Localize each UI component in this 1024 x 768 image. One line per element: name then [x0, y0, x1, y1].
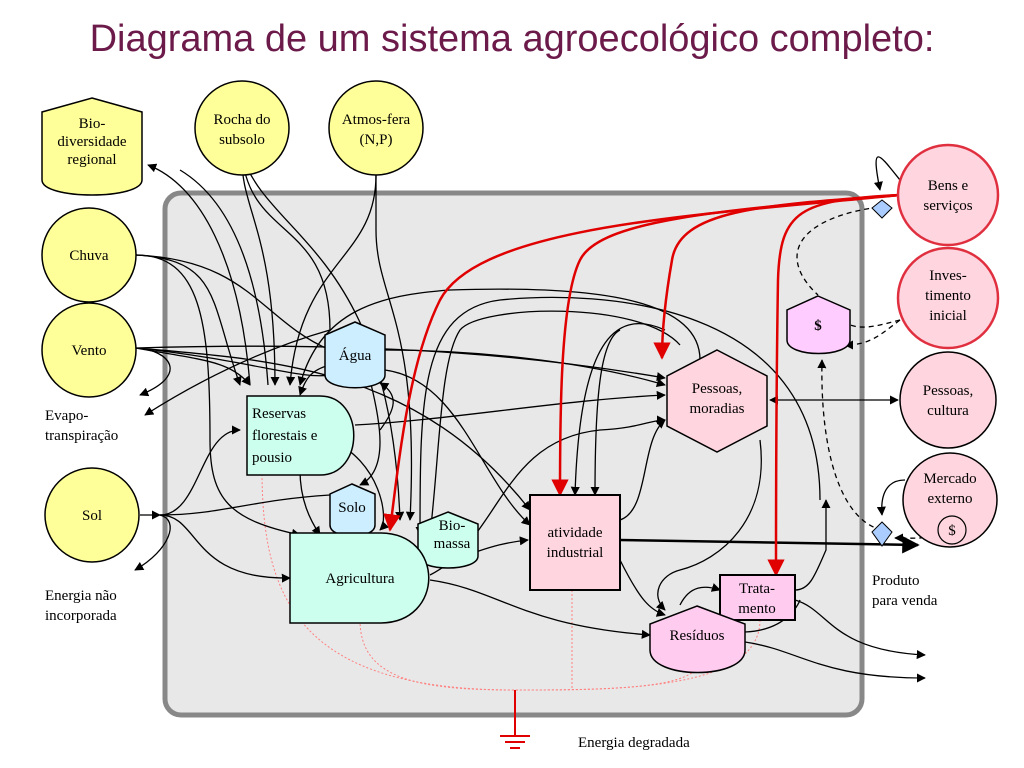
mercado-line2: externo [928, 491, 973, 507]
agua-label: Água [339, 347, 372, 364]
storage-solo: Solo [329, 483, 376, 537]
source-bens-servicos: Bens e serviços [896, 143, 1000, 247]
industria: atividade industrial [529, 494, 621, 591]
energia-nao-line1: Energia não [45, 588, 117, 604]
source-vento: Vento [41, 302, 137, 398]
industria-line1: atividade [548, 525, 603, 541]
biodiv-line3: regional [67, 152, 116, 168]
residuos-label: Resíduos [669, 628, 724, 644]
price-feedback [873, 156, 906, 516]
dinheiro-label: $ [814, 318, 822, 334]
atmos-line2: (N,P) [360, 132, 393, 148]
bens-line2: serviços [923, 198, 972, 214]
storage-agua: Água [324, 321, 386, 389]
rocha-line1: Rocha do [213, 112, 270, 128]
invest-line1: Inves- [929, 268, 967, 284]
storage-dinheiro: $ [786, 295, 851, 355]
price-switch-top [871, 199, 893, 219]
diagram-title: Diagrama de um sistema agroecológico com… [89, 18, 935, 60]
atmos-line1: Atmos-fera [342, 112, 411, 128]
evapo-line2: transpiração [45, 428, 118, 444]
produto-line2: para venda [872, 593, 938, 609]
tratamento-line2: mento [738, 601, 776, 617]
pessoas-moradias-line1: Pessoas, [692, 381, 742, 397]
storage-residuos: Resíduos [649, 605, 746, 674]
vento-label: Vento [72, 343, 107, 359]
rocha-line2: subsolo [219, 132, 265, 148]
invest-line2: timento [925, 288, 971, 304]
source-chuva: Chuva [41, 207, 137, 303]
price-switch-bottom [871, 521, 893, 547]
biomassa-line1: Bio- [439, 518, 466, 534]
pessoas-cultura-line2: cultura [927, 403, 969, 419]
source-atmosfera: Atmos-fera (N,P) [328, 80, 424, 176]
reservas-line2: florestais e [252, 428, 318, 444]
storage-biomassa: Bio- massa [417, 511, 479, 569]
biomassa-line2: massa [434, 536, 471, 552]
producer-reservas: Reservas florestais e pousio [246, 395, 355, 476]
mercado-externo: Mercado externo $ [902, 452, 998, 548]
industria-line2: industrial [547, 545, 604, 561]
tratamento: Trata- mento [719, 574, 796, 621]
energia-nao-line2: incorporada [45, 608, 117, 624]
evapo-line1: Evapo- [45, 408, 88, 424]
sol-label: Sol [82, 508, 102, 524]
solo-label: Solo [338, 500, 366, 516]
source-biodiversity: Bio- diversidade regional [41, 97, 143, 196]
reservas-line1: Reservas [252, 406, 306, 422]
producer-agricultura: Agricultura [289, 532, 430, 624]
goods-flows [383, 193, 901, 577]
tratamento-line1: Trata- [739, 581, 775, 597]
invest-line3: inicial [929, 308, 967, 324]
source-sol: Sol [44, 467, 140, 563]
agricultura-label: Agricultura [325, 571, 394, 587]
bens-line1: Bens e [928, 178, 969, 194]
biodiv-line1: Bio- [79, 116, 106, 132]
source-pessoas-cultura: Pessoas, cultura [899, 351, 997, 449]
mercado-money-icon [937, 515, 967, 545]
chuva-label: Chuva [69, 248, 109, 264]
mercado-line1: Mercado [923, 471, 976, 487]
energy-flows [134, 154, 926, 683]
consumer-pessoas-moradias: Pessoas, moradias [666, 349, 768, 453]
reservas-line3: pousio [252, 450, 292, 466]
energia-degradada-label: Energia degradada [578, 735, 690, 751]
pessoas-moradias-line2: moradias [690, 401, 745, 417]
source-investimento: Inves- timento inicial [896, 246, 1000, 350]
heat-sink-icon [500, 735, 530, 749]
source-rocha: Rocha do subsolo [194, 80, 290, 176]
mercado-money-label: $ [948, 523, 956, 539]
biodiv-line2: diversidade [57, 134, 126, 150]
produto-line1: Produto [872, 573, 920, 589]
pessoas-cultura-line1: Pessoas, [923, 383, 973, 399]
